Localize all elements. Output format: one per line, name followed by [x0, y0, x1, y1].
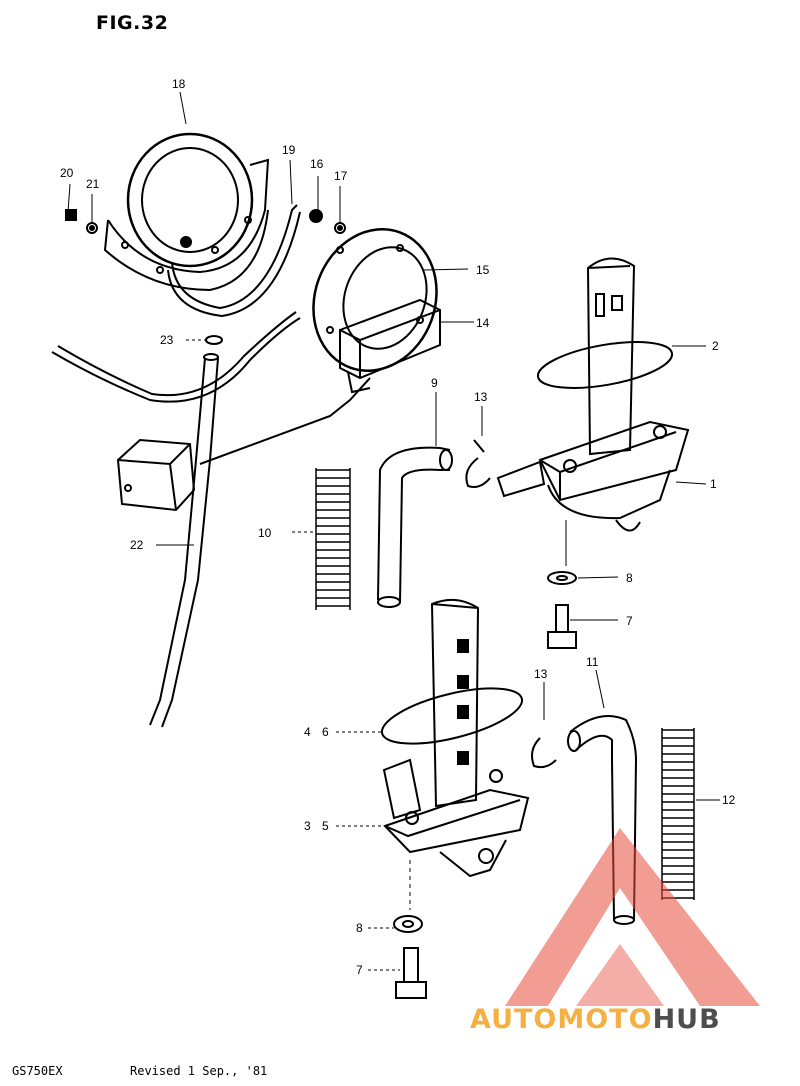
float-arm-and-float	[116, 377, 371, 512]
callout-6: 6	[322, 725, 329, 739]
part-20-21-screw	[65, 209, 98, 234]
part-3-fuel-cock-lower	[382, 598, 530, 878]
part-16-17-screw	[309, 209, 346, 234]
watermark-text-part1: AUTOMOTO	[470, 1004, 653, 1035]
part-8-7-washer-bolt-upper	[547, 571, 577, 649]
part-1-fuel-cock-upper	[496, 257, 690, 532]
part-9-elbow-hose	[377, 446, 451, 603]
part-12-spring	[661, 728, 695, 900]
callout-8-lower: 8	[356, 921, 363, 935]
watermark-text-part2: HUB	[652, 1004, 721, 1035]
leader-lines	[67, 91, 720, 971]
part-23-wire-clip	[51, 311, 301, 403]
footer-model: GS750EX	[12, 1064, 63, 1078]
callout-15: 15	[476, 263, 490, 277]
watermark-logo	[505, 828, 760, 1006]
callout-21: 21	[86, 177, 100, 191]
callout-7-lower: 7	[356, 963, 363, 977]
callout-13-lower: 13	[534, 667, 548, 681]
part-23-clip	[205, 335, 223, 345]
callout-10: 10	[258, 526, 272, 540]
figure-title: FIG.32	[96, 12, 169, 34]
part-13-clamp	[465, 439, 491, 488]
callout-13-upper: 13	[474, 390, 488, 404]
part-10-spring	[315, 468, 351, 610]
part-13-clamp-lower	[531, 737, 557, 769]
callout-18: 18	[172, 77, 186, 91]
callout-14: 14	[476, 316, 490, 330]
watermark-triangle-icon	[505, 828, 760, 1006]
callout-20: 20	[60, 166, 74, 180]
part-22-hose	[149, 357, 219, 728]
callout-17: 17	[334, 169, 348, 183]
watermark-text: AUTOMOTOHUB	[470, 1004, 721, 1035]
callout-2: 2	[712, 339, 719, 353]
part-8-7-washer-bolt-lower	[393, 915, 427, 999]
callout-22: 22	[130, 538, 144, 552]
callout-19: 19	[282, 143, 296, 157]
footer-revision: Revised 1 Sep., '81	[130, 1064, 268, 1078]
part-11-elbow-hose	[569, 715, 638, 921]
callout-5: 5	[322, 819, 329, 833]
callout-8-upper: 8	[626, 571, 633, 585]
part-4-6-gasket-lower	[380, 687, 524, 745]
callout-7-upper: 7	[626, 614, 633, 628]
callout-16: 16	[310, 157, 324, 171]
callout-3: 3	[304, 819, 311, 833]
part-19-gasket	[167, 204, 301, 318]
callout-11: 11	[586, 655, 599, 669]
callout-23: 23	[160, 333, 174, 347]
part-14-sender-unit	[339, 298, 441, 394]
callout-9: 9	[431, 376, 438, 390]
callout-1: 1	[710, 477, 717, 491]
callout-4: 4	[304, 725, 311, 739]
part-15-gauge-flange	[312, 228, 438, 372]
part-2-gasket-upper	[536, 341, 674, 389]
callout-12: 12	[722, 793, 736, 807]
part-18-gauge-cover	[103, 132, 270, 292]
